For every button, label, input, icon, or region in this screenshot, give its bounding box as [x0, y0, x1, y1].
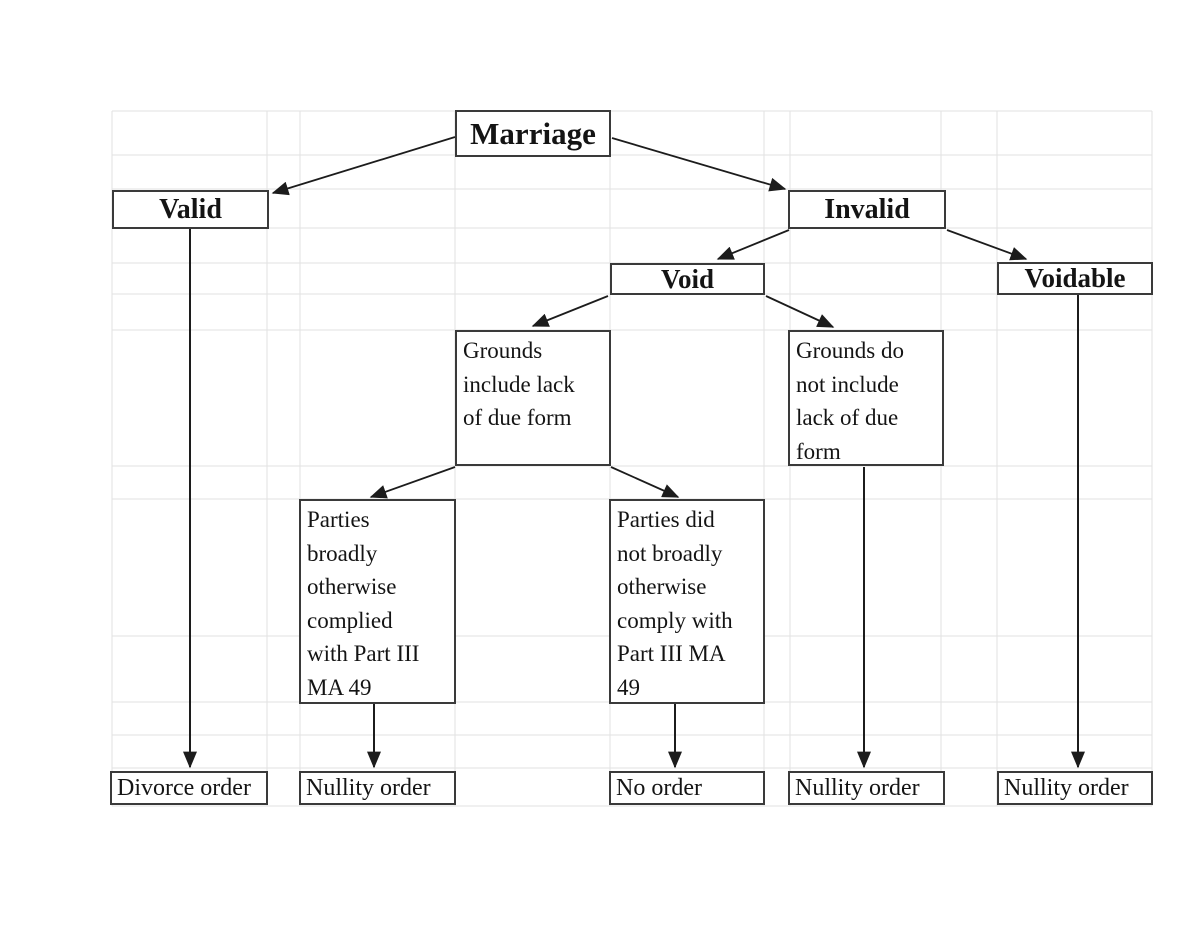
node-divorce-order-label: Divorce order [117, 774, 251, 801]
node-grounds-include-label: Grounds include lack of due form [463, 338, 575, 430]
arrow-grounds-to-parties-not-comply [610, 466, 680, 498]
arrow-grounds-to-parties-complied [369, 466, 456, 499]
arrow-void-to-grounds-not-include [765, 295, 835, 328]
node-nullity-order-right-label: Nullity order [1004, 774, 1129, 801]
node-grounds-not-include: Grounds do not include lack of due form [788, 330, 944, 466]
node-parties-not-comply: Parties did not broadly otherwise comply… [609, 499, 765, 704]
node-nullity-order-left: Nullity order [299, 771, 456, 805]
node-divorce-order: Divorce order [110, 771, 268, 805]
node-invalid-label: Invalid [824, 193, 910, 225]
node-nullity-order-left-label: Nullity order [306, 774, 431, 801]
node-voidable-label: Voidable [1024, 263, 1126, 293]
spreadsheet-grid-background [111, 110, 1153, 807]
node-marriage-label: Marriage [470, 115, 596, 151]
node-parties-complied: Parties broadly otherwise complied with … [299, 499, 456, 704]
node-grounds-include: Grounds include lack of due form [455, 330, 611, 466]
node-nullity-order-mid-label: Nullity order [795, 774, 920, 801]
arrow-void-to-grounds-include [531, 295, 609, 327]
node-valid-label: Valid [159, 193, 222, 225]
arrow-invalid-to-void [716, 229, 790, 260]
arrow-marriage-to-invalid [611, 137, 787, 192]
node-voidable: Voidable [997, 262, 1153, 295]
node-nullity-order-mid: Nullity order [788, 771, 945, 805]
arrow-invalid-to-voidable [946, 229, 1028, 261]
node-valid: Valid [112, 190, 269, 229]
node-nullity-order-right: Nullity order [997, 771, 1153, 805]
node-invalid: Invalid [788, 190, 946, 229]
node-grounds-not-include-label: Grounds do not include lack of due form [796, 338, 904, 464]
node-no-order-label: No order [616, 774, 702, 801]
node-marriage: Marriage [455, 110, 611, 157]
node-void: Void [610, 263, 765, 295]
arrow-marriage-to-valid [271, 136, 456, 196]
node-parties-not-comply-label: Parties did not broadly otherwise comply… [617, 507, 733, 700]
node-parties-complied-label: Parties broadly otherwise complied with … [307, 507, 420, 700]
node-no-order: No order [609, 771, 765, 805]
node-void-label: Void [660, 263, 715, 294]
